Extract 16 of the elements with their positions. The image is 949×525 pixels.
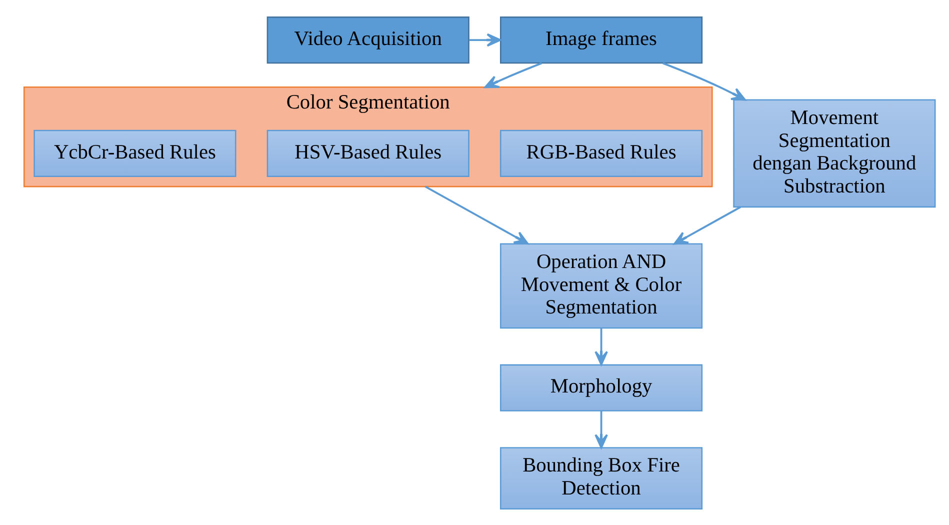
node-box: HSV-Based Rules bbox=[266, 129, 470, 176]
arrow bbox=[594, 410, 608, 448]
arrow bbox=[484, 62, 542, 88]
node-box: RGB-Based Rules bbox=[500, 129, 703, 176]
arrow bbox=[674, 206, 742, 244]
node-box: YcbCr-Based Rules bbox=[34, 129, 236, 176]
node-box: Image frames bbox=[500, 16, 703, 64]
arrow bbox=[594, 328, 608, 365]
node-box: Bounding Box Fire Detection bbox=[500, 446, 703, 510]
node-box: Movement Segmentation dengan Background Substraction bbox=[733, 98, 936, 208]
node-box: Operation AND Movement & Color Segmentation bbox=[500, 242, 703, 328]
node-box: Morphology bbox=[500, 364, 703, 411]
node-box: Video Acquisition bbox=[266, 16, 470, 64]
arrow bbox=[424, 185, 529, 244]
arrow bbox=[662, 62, 746, 100]
arrow bbox=[469, 32, 502, 46]
